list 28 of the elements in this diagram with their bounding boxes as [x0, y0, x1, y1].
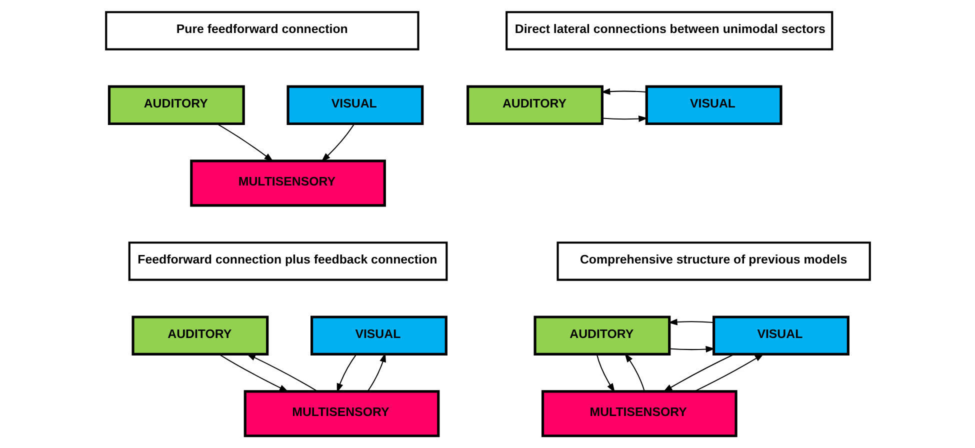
node-box: Comprehensive structure of previous models — [556, 242, 870, 281]
arrow — [602, 116, 648, 122]
arrow — [336, 354, 356, 393]
node-box: Pure feedforward connection — [104, 11, 419, 50]
arrow — [624, 352, 644, 392]
arrow — [596, 354, 614, 393]
arrow — [669, 346, 715, 352]
arrow — [218, 354, 288, 392]
arrow — [662, 354, 734, 392]
arrow — [366, 352, 386, 392]
node-box: VISUAL — [712, 316, 849, 356]
arrow — [246, 354, 318, 392]
arrow — [694, 353, 764, 392]
node-box: AUDITORY — [131, 316, 268, 356]
node-box: MULTISENSORY — [190, 160, 386, 207]
arrow — [668, 318, 714, 326]
node-box: VISUAL — [286, 85, 424, 126]
node-box: VISUAL — [644, 85, 782, 126]
arrow — [216, 123, 273, 162]
node-box: MULTISENSORY — [540, 390, 737, 438]
node-box: AUDITORY — [466, 85, 603, 126]
node-box: MULTISENSORY — [243, 390, 440, 438]
node-box: Feedforward connection plus feedback connection — [128, 242, 448, 281]
node-box: Direct lateral connections between unimodal sectors — [505, 11, 833, 50]
node-box: VISUAL — [310, 316, 447, 356]
node-box: AUDITORY — [533, 316, 670, 356]
arrow — [320, 124, 354, 162]
node-box: AUDITORY — [107, 85, 244, 126]
